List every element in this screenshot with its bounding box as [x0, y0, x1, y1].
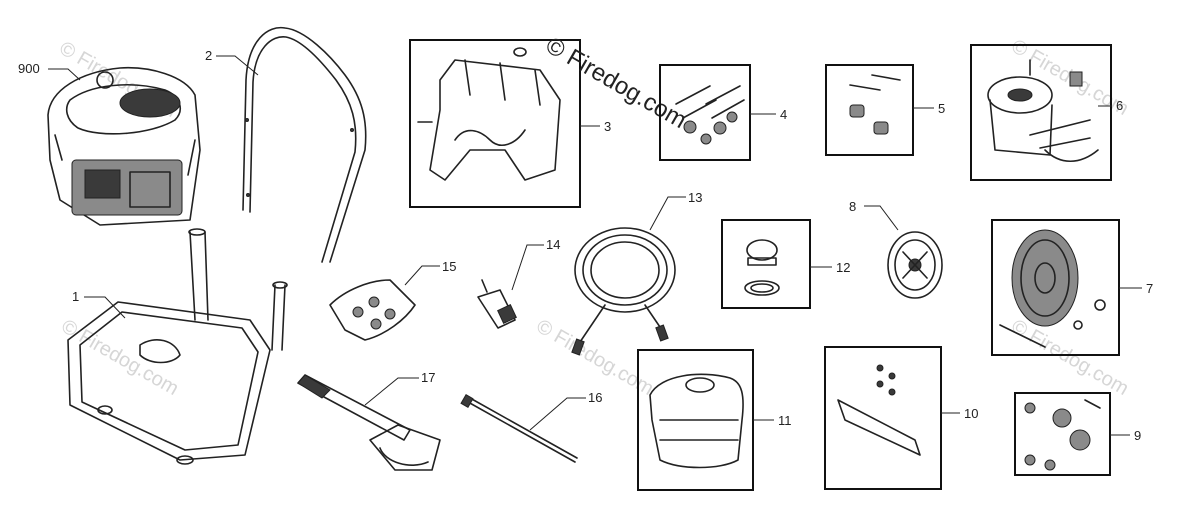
callout-13: 13 [688, 190, 702, 205]
callout-14: 14 [546, 237, 560, 252]
leader-14 [511, 244, 544, 291]
part-900-engine[interactable] [47, 66, 201, 226]
callout-12: 12 [836, 260, 850, 275]
leader-900 [48, 68, 81, 81]
callout-11: 11 [778, 413, 792, 428]
callout-900: 900 [18, 61, 40, 76]
leader-1 [84, 296, 126, 319]
part-5-box[interactable] [825, 64, 914, 156]
leader-2 [216, 55, 259, 76]
part-6-pump [987, 59, 1099, 162]
part-5-bolts-knobs [849, 74, 901, 135]
callout-7: 7 [1146, 281, 1153, 296]
callout-17: 17 [421, 370, 435, 385]
part-6-box[interactable] [970, 44, 1112, 181]
part-11-tank [649, 373, 744, 469]
part-4-box[interactable] [659, 64, 751, 161]
part-12-cap-gasket [744, 239, 780, 296]
callout-9: 9 [1134, 428, 1141, 443]
leader-13 [649, 196, 686, 231]
callout-5: 5 [938, 101, 945, 116]
part-9-box[interactable] [1014, 392, 1111, 476]
callout-2: 2 [205, 48, 212, 63]
leader-17 [364, 377, 419, 406]
callout-6: 6 [1116, 98, 1123, 113]
leader-15 [404, 265, 440, 286]
leader-8 [864, 205, 899, 231]
part-14-nozzle[interactable] [477, 279, 517, 329]
watermark-main: © Firedog.com [541, 32, 691, 134]
watermark: © Firedog.com [1008, 315, 1133, 400]
callout-3: 3 [604, 119, 611, 134]
part-12-box[interactable] [721, 219, 811, 309]
callout-8: 8 [849, 199, 856, 214]
callout-10: 10 [964, 406, 978, 421]
part-3-box[interactable] [409, 39, 581, 208]
part-1-frame[interactable] [67, 228, 288, 465]
leader-16 [529, 397, 586, 431]
callout-15: 15 [442, 259, 456, 274]
part-13-high-pressure-hose[interactable] [571, 227, 676, 356]
part-15-nozzle-kit[interactable] [329, 279, 416, 341]
callout-16: 16 [588, 390, 602, 405]
part-17-spray-gun[interactable] [297, 374, 441, 471]
watermark: © Firedog.com [58, 315, 183, 400]
part-7-wheel-axle [999, 229, 1106, 348]
part-9-bearings [1024, 399, 1101, 471]
part-16-wand[interactable] [460, 393, 578, 463]
part-8-wheel-hub[interactable] [887, 231, 943, 299]
part-4-fasteners [675, 85, 745, 145]
callout-1: 1 [72, 289, 79, 304]
callout-4: 4 [780, 107, 787, 122]
part-10-tray [837, 364, 921, 456]
part-10-box[interactable] [824, 346, 942, 490]
part-2-handle[interactable] [242, 26, 367, 263]
part-3-mounting-bracket [417, 47, 561, 181]
